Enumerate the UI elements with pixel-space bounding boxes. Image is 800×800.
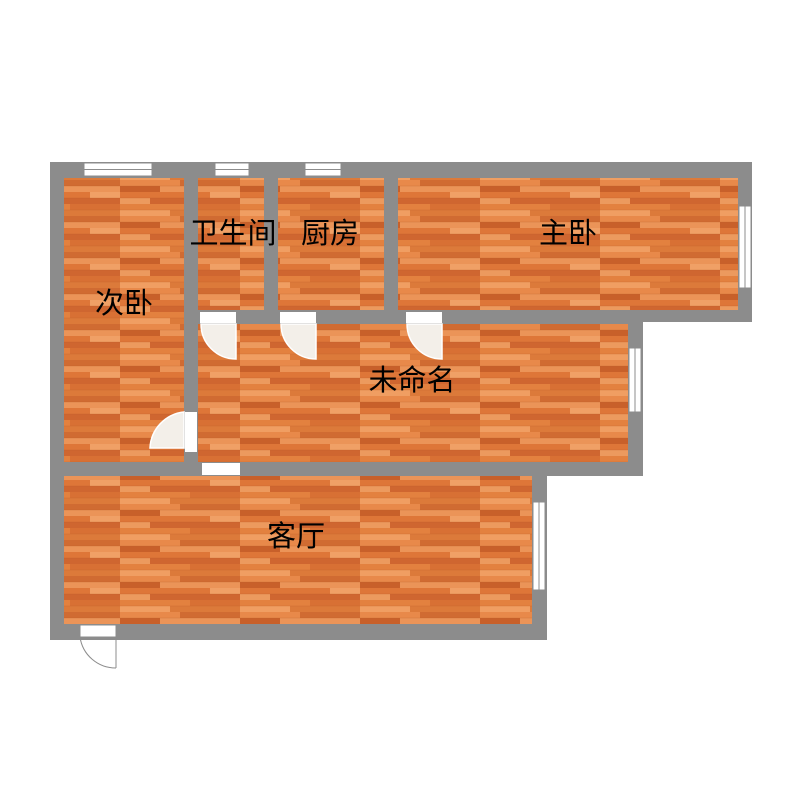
floor-unnamed-room [198,324,628,462]
door-icon [200,312,237,360]
label-living-room: 客厅 [267,519,325,553]
door-icon [79,624,117,669]
floor-kitchen [278,178,384,310]
label-unnamed-room: 未命名 [368,363,455,397]
window-icon [214,162,250,177]
door-icon [406,312,443,360]
door-icon [149,411,197,452]
window-icon [304,162,342,177]
room-labels: 次卧 卫生间 厨房 主卧 未命名 客厅 [95,216,597,553]
floor-secondary-bedroom [64,178,184,462]
window-icon [83,162,153,177]
doors [79,312,443,669]
door-icon [202,463,240,475]
windows [83,162,752,591]
label-master-bedroom: 主卧 [539,216,597,250]
floor-master-bedroom [398,178,738,310]
floor-living-room [64,476,532,624]
window-icon [628,347,642,413]
floors [64,178,738,624]
label-secondary-bedroom: 次卧 [95,286,153,320]
window-icon [532,501,546,591]
floor-bathroom [198,178,264,310]
label-bathroom: 卫生间 [189,216,276,250]
label-kitchen: 厨房 [301,216,359,250]
door-icon [280,312,317,360]
window-icon [738,205,752,289]
